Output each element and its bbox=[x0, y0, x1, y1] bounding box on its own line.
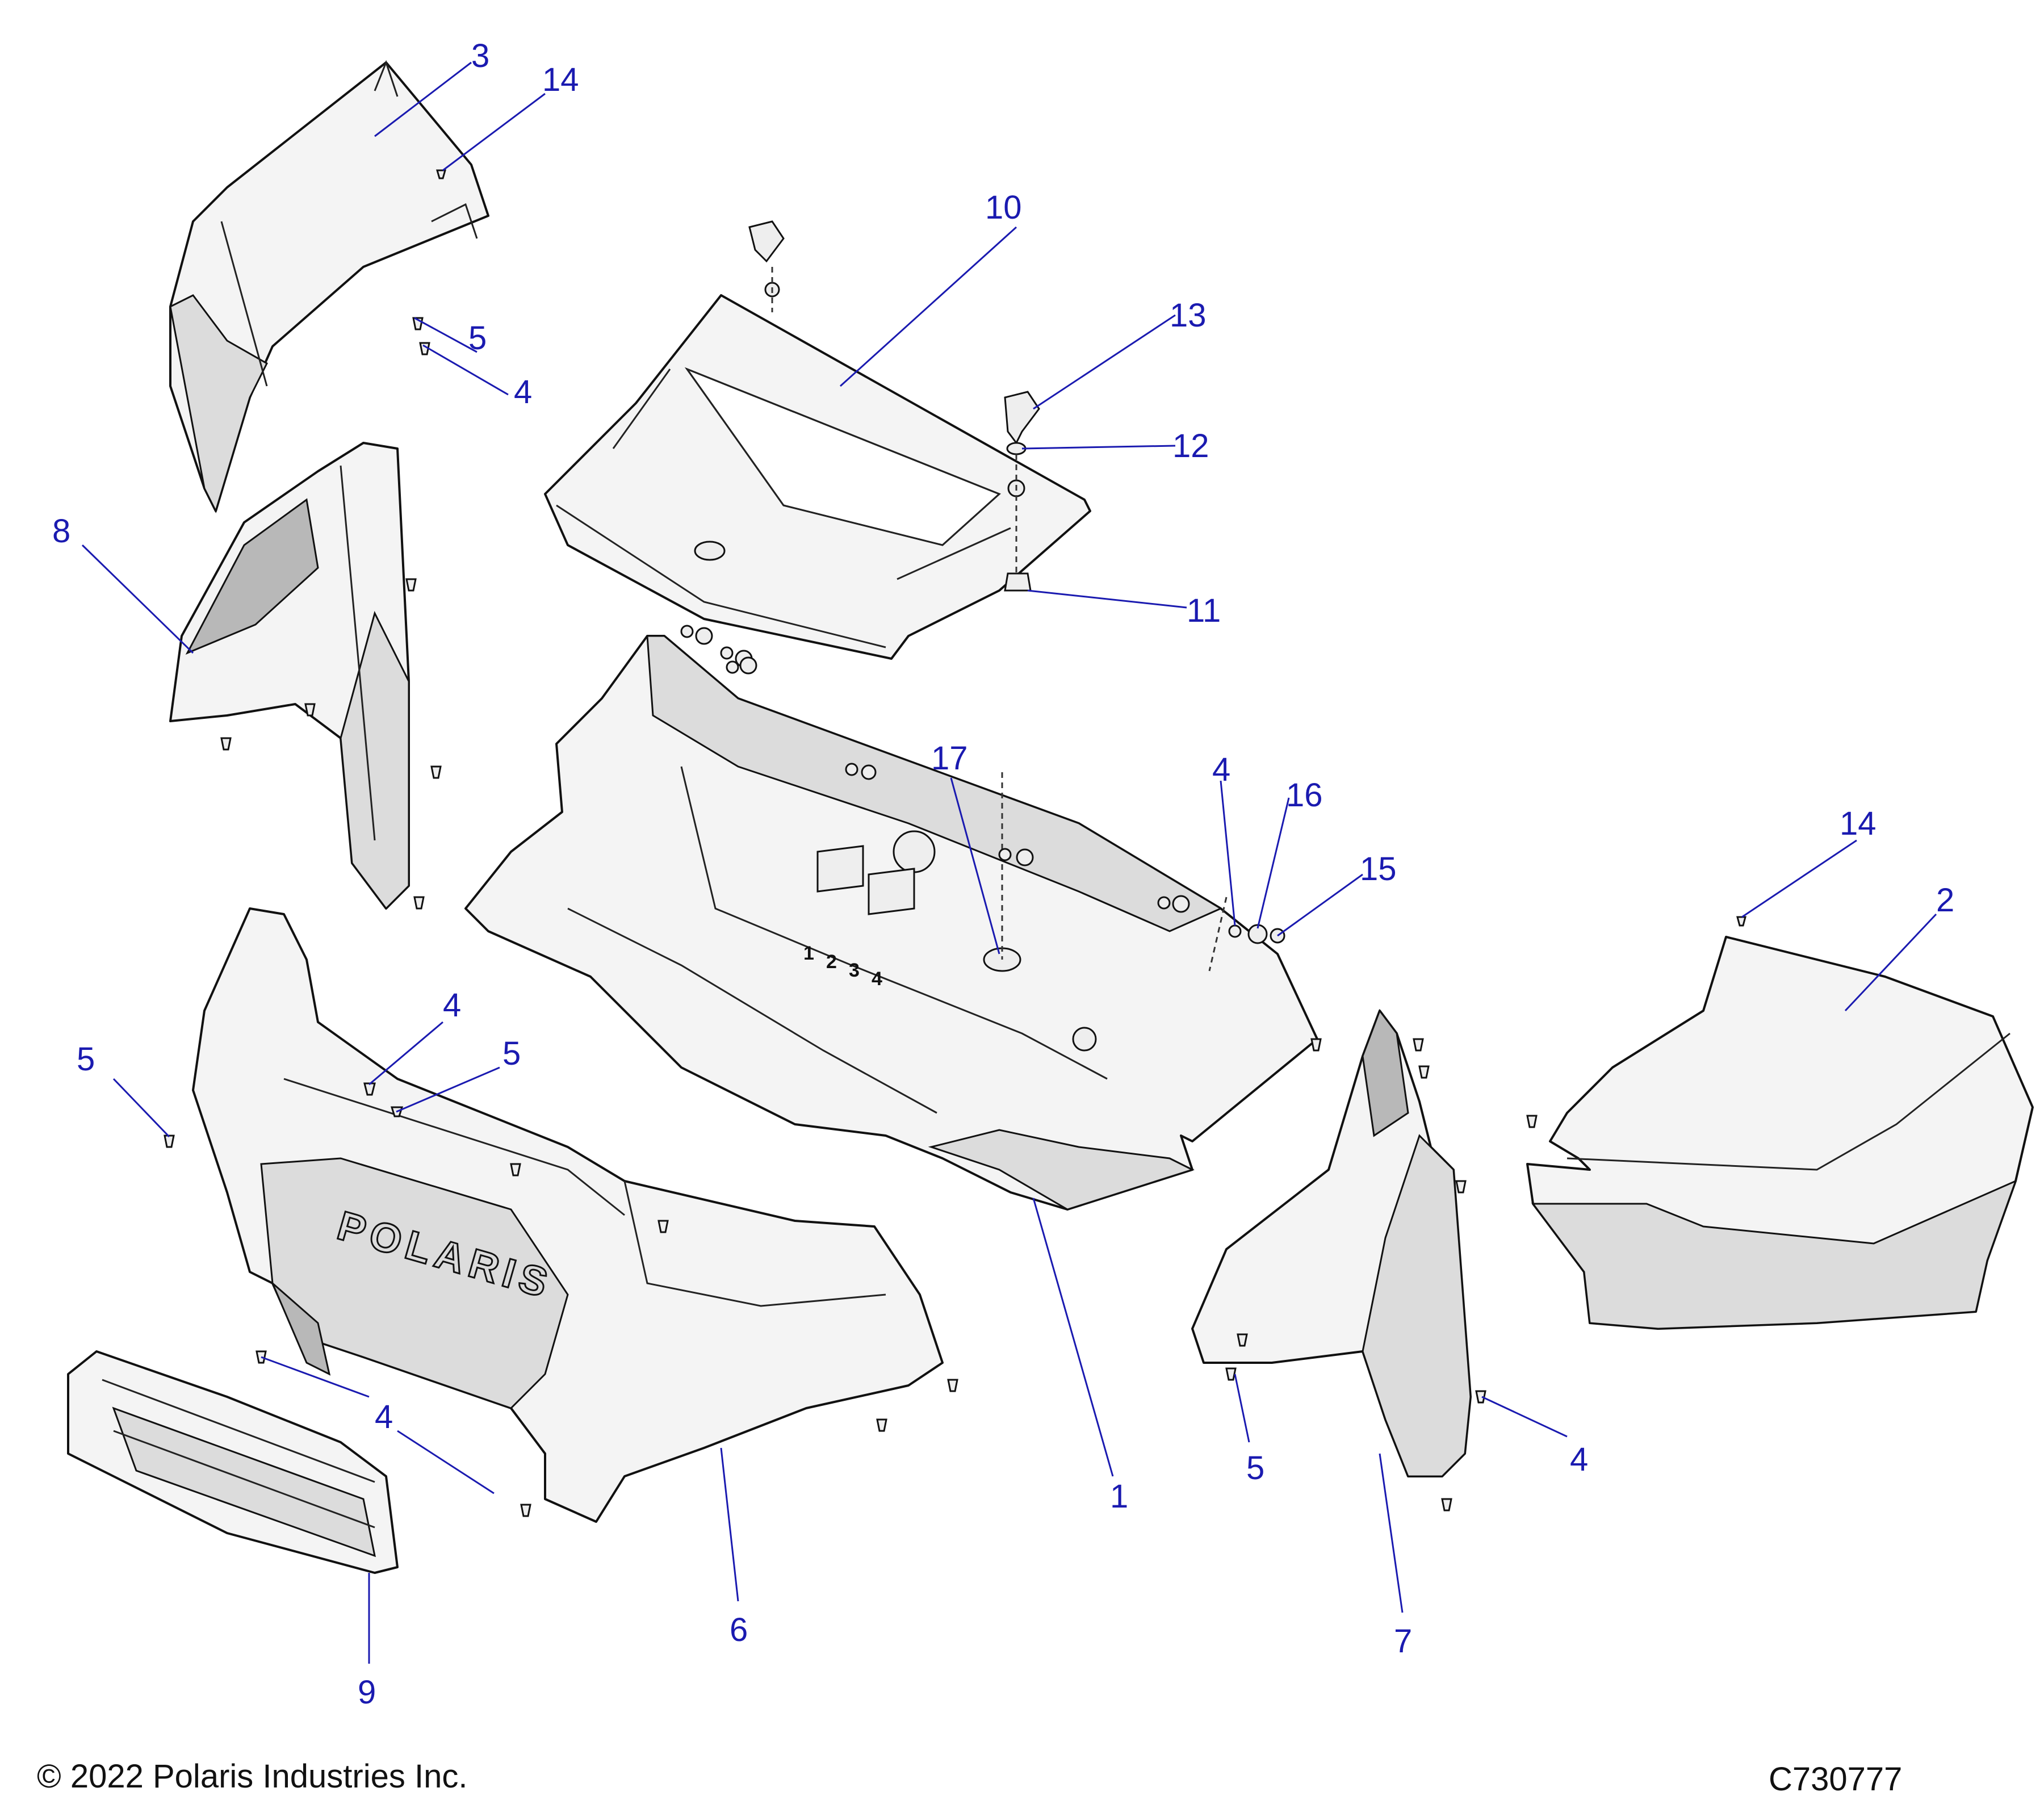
callout-4-upper: 4 bbox=[514, 374, 532, 411]
callout-16: 16 bbox=[1286, 777, 1323, 814]
part-1-dash-floor-tub: 1 2 3 4 bbox=[464, 635, 1318, 1211]
console-number-2: 2 bbox=[826, 951, 837, 973]
callout-6: 6 bbox=[730, 1611, 748, 1648]
callout-8: 8 bbox=[52, 513, 70, 550]
callout-5-fascia: 5 bbox=[502, 1035, 521, 1072]
callout-9: 9 bbox=[358, 1674, 376, 1711]
callout-4-dash: 4 bbox=[1212, 751, 1230, 788]
console-number-3: 3 bbox=[849, 960, 860, 981]
drawing-number: C730777 bbox=[1769, 1761, 1903, 1798]
part-7-right-side-panel bbox=[1191, 1008, 1472, 1477]
callout-5-left: 5 bbox=[77, 1041, 95, 1078]
part-8-left-side-panel bbox=[169, 442, 410, 910]
part-10-hood bbox=[544, 294, 1091, 660]
callout-12: 12 bbox=[1172, 428, 1209, 464]
callout-1: 1 bbox=[1110, 1478, 1128, 1515]
callout-7: 7 bbox=[1394, 1623, 1412, 1660]
part-6-front-fascia: POLARIS bbox=[192, 907, 944, 1523]
callout-4-right: 4 bbox=[1570, 1441, 1588, 1478]
callout-15: 15 bbox=[1360, 851, 1397, 887]
copyright-text: © 2022 Polaris Industries Inc. bbox=[37, 1758, 468, 1795]
callout-14-upper: 14 bbox=[542, 61, 579, 98]
callout-3: 3 bbox=[471, 37, 489, 74]
hardware-group bbox=[164, 169, 1746, 1517]
callout-17: 17 bbox=[931, 740, 968, 777]
console-number-4: 4 bbox=[872, 968, 882, 990]
callout-13: 13 bbox=[1170, 297, 1207, 334]
callout-labels: 3 14 10 13 12 11 5 4 8 17 4 16 15 14 2 4… bbox=[52, 37, 1954, 1711]
part-2-right-fender-cover bbox=[1526, 936, 2034, 1330]
callout-5-right: 5 bbox=[1246, 1450, 1264, 1487]
callout-2: 2 bbox=[1936, 882, 1954, 919]
leader-lines bbox=[81, 61, 1937, 1664]
callout-4-fascia: 4 bbox=[443, 987, 461, 1024]
callout-4-grille: 4 bbox=[375, 1399, 393, 1435]
callout-14-right: 14 bbox=[1840, 805, 1877, 842]
console-number-1: 1 bbox=[803, 943, 814, 964]
callout-5-upper: 5 bbox=[468, 320, 487, 357]
callout-11: 11 bbox=[1187, 592, 1221, 629]
part-9-lower-grille bbox=[67, 1350, 399, 1574]
callout-10: 10 bbox=[985, 189, 1022, 226]
part-3-left-fender-cover bbox=[169, 60, 489, 514]
